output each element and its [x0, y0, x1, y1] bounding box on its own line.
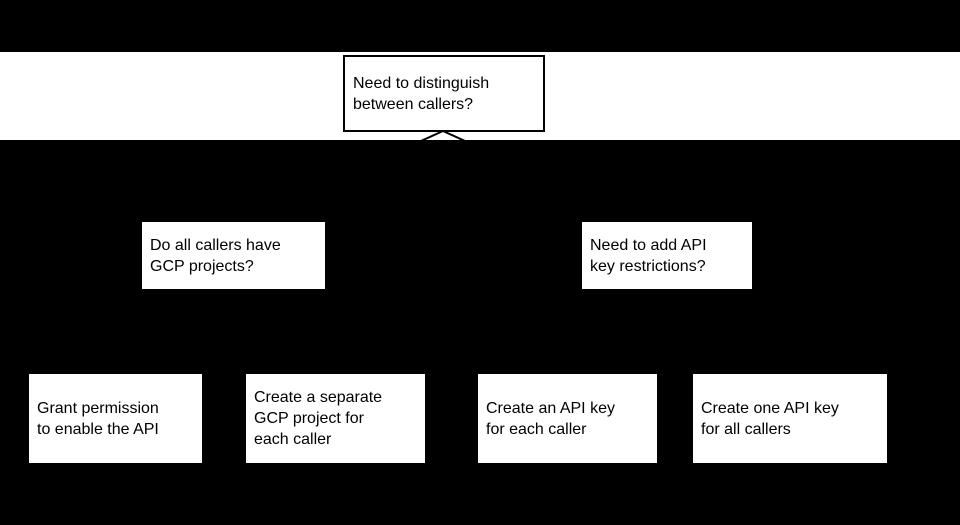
- node-label-line: Create one API key: [701, 399, 839, 417]
- node-label-line: Need to add API: [590, 236, 707, 254]
- node-label-line: Create a separate: [254, 389, 383, 406]
- decision-node-gcp-projects: Do all callers have GCP projects?: [142, 222, 325, 289]
- top-white-band: Need to distinguish between callers?: [0, 52, 960, 140]
- node-label-line: for all callers: [701, 420, 791, 438]
- action-node-api-key-each-caller: Create an API key for each caller: [478, 374, 657, 463]
- decision-node-distinguish-callers: Need to distinguish between callers?: [343, 55, 545, 132]
- action-node-separate-gcp-project: Create a separate GCP project for each c…: [246, 374, 425, 463]
- node-label: Create one API key for all callers: [693, 398, 843, 440]
- node-label-line: Grant permission: [37, 399, 159, 417]
- node-label-line: GCP projects?: [150, 257, 254, 275]
- node-label-line: Create an API key: [486, 399, 615, 417]
- action-node-one-api-key-all-callers: Create one API key for all callers: [693, 374, 887, 463]
- node-label: Need to distinguish between callers?: [345, 73, 493, 115]
- decision-node-api-key-restrictions: Need to add API key restrictions?: [582, 222, 752, 289]
- node-label: Do all callers have GCP projects?: [142, 235, 285, 277]
- action-node-grant-permission: Grant permission to enable the API: [29, 374, 202, 463]
- node-label-line: Need to distinguish: [353, 74, 490, 92]
- node-label-line: between callers?: [353, 95, 474, 113]
- branch-connector-icon: [420, 130, 466, 140]
- node-label: Grant permission to enable the API: [29, 398, 163, 440]
- node-label-line: key restrictions?: [590, 257, 706, 275]
- node-label: Create an API key for each caller: [478, 398, 619, 440]
- node-label: Create a separate GCP project for each c…: [246, 387, 386, 450]
- node-label-line: for each caller: [486, 420, 587, 438]
- node-label-line: to enable the API: [37, 420, 159, 438]
- node-label-line: each caller: [254, 431, 332, 448]
- node-label-line: GCP project for: [254, 410, 364, 427]
- node-label-line: Do all callers have: [150, 236, 281, 254]
- node-label: Need to add API key restrictions?: [582, 235, 711, 277]
